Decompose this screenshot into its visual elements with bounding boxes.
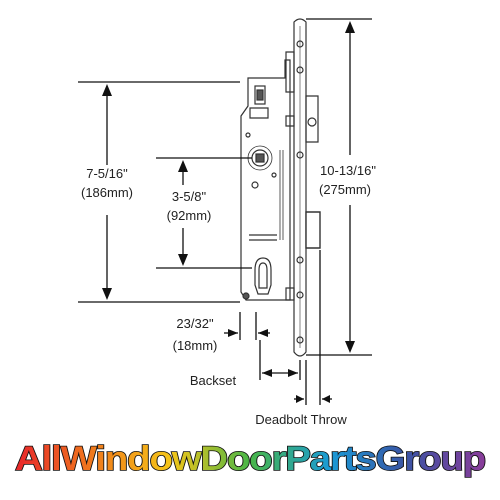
dim-case-offset (224, 312, 270, 340)
backset-label: Backset (190, 373, 237, 388)
faceplate-length-inch: 10-13/16" (320, 163, 376, 178)
dim-spindle-to-cylinder (156, 157, 252, 269)
dim-overall-height (78, 81, 240, 303)
deadbolt-throw-label: Deadbolt Throw (255, 412, 347, 427)
case-offset-inch: 23/32" (176, 316, 214, 331)
faceplate (285, 18, 321, 357)
lock-case (240, 59, 291, 301)
dim-backset (259, 340, 301, 380)
dim-deadbolt-throw (294, 250, 332, 405)
faceplate-length-mm: (275mm) (319, 182, 371, 197)
spindle-to-cylinder-mm: (92mm) (167, 208, 212, 223)
brand-logo: AllWindowDoorPartsGroup (15, 440, 485, 478)
overall-height-mm: (186mm) (81, 185, 133, 200)
overall-height-inch: 7-5/16" (86, 166, 128, 181)
dim-faceplate-length (306, 18, 372, 356)
spindle-to-cylinder-inch: 3-5/8" (172, 189, 207, 204)
case-offset-mm: (18mm) (173, 338, 218, 353)
